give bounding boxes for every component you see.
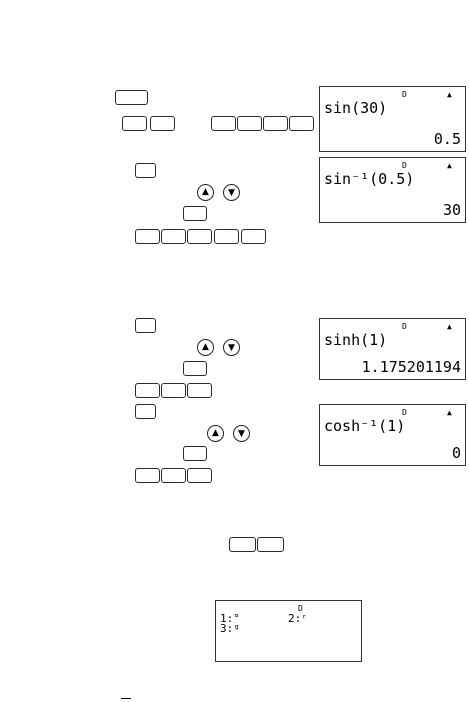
key-menu-number[interactable] bbox=[183, 361, 207, 376]
up-arrow-icon: ▲ bbox=[212, 428, 219, 438]
indicator-triangle: ▲ bbox=[447, 161, 452, 170]
indicator-degree: D bbox=[402, 161, 407, 170]
indicator-degree: D bbox=[402, 408, 407, 417]
display-expression: sin⁻¹(0.5) bbox=[324, 170, 415, 188]
indicator-triangle: ▲ bbox=[447, 90, 452, 99]
up-arrow-icon: ▲ bbox=[202, 187, 209, 197]
key-equals[interactable] bbox=[187, 468, 212, 483]
display-arccosh: D ▲ cosh⁻¹(1) 0 bbox=[319, 404, 466, 466]
down-arrow-icon: ▼ bbox=[228, 188, 235, 198]
indicator-degree: D bbox=[402, 90, 407, 99]
display-expression: cosh⁻¹(1) bbox=[324, 417, 406, 435]
key-number[interactable] bbox=[150, 116, 175, 131]
down-arrow-key[interactable]: ▼ bbox=[223, 184, 240, 201]
key-ans[interactable] bbox=[257, 537, 284, 552]
menu-option-gradian[interactable]: 3:ᵍ bbox=[220, 622, 240, 635]
display-angle-menu: D 1:° 2:ʳ 3:ᵍ bbox=[215, 600, 362, 662]
down-arrow-key[interactable]: ▼ bbox=[223, 339, 240, 356]
display-result: 1.175201194 bbox=[361, 358, 461, 376]
key-equals[interactable] bbox=[289, 116, 314, 131]
key-optn[interactable] bbox=[135, 404, 156, 419]
display-expression: sin(30) bbox=[324, 99, 388, 117]
display-arcsin: D ▲ sin⁻¹(0.5) 30 bbox=[319, 157, 466, 223]
key-digit[interactable] bbox=[237, 116, 262, 131]
key-shift[interactable] bbox=[229, 537, 256, 552]
menu-option-radian[interactable]: 2:ʳ bbox=[288, 612, 308, 625]
key-optn[interactable] bbox=[135, 163, 156, 178]
up-arrow-key[interactable]: ▲ bbox=[197, 339, 214, 356]
key-digit[interactable] bbox=[135, 229, 160, 244]
key-digit[interactable] bbox=[135, 383, 160, 398]
key-digit[interactable] bbox=[187, 229, 212, 244]
key-menu-number[interactable] bbox=[183, 206, 207, 221]
up-arrow-key[interactable]: ▲ bbox=[197, 184, 214, 201]
up-arrow-key[interactable]: ▲ bbox=[207, 425, 224, 442]
key-equals[interactable] bbox=[187, 383, 212, 398]
key-digit[interactable] bbox=[161, 229, 186, 244]
display-sinh: D ▲ sinh(1) 1.175201194 bbox=[319, 318, 466, 380]
underline-mark bbox=[121, 698, 131, 699]
down-arrow-key[interactable]: ▼ bbox=[233, 425, 250, 442]
indicator-triangle: ▲ bbox=[447, 322, 452, 331]
key-shift[interactable] bbox=[115, 90, 148, 105]
key-optn[interactable] bbox=[135, 318, 156, 333]
key-digit[interactable] bbox=[161, 383, 186, 398]
key-menu-number[interactable] bbox=[183, 446, 207, 461]
menu-option-degree[interactable]: 1:° bbox=[220, 612, 240, 625]
key-digit[interactable] bbox=[161, 468, 186, 483]
display-result: 30 bbox=[442, 201, 461, 219]
display-expression: sinh(1) bbox=[324, 331, 388, 349]
up-arrow-icon: ▲ bbox=[202, 342, 209, 352]
key-digit[interactable] bbox=[263, 116, 288, 131]
display-result: 0 bbox=[451, 444, 461, 462]
display-result: 0.5 bbox=[433, 130, 461, 148]
key-equals[interactable] bbox=[241, 229, 266, 244]
indicator-triangle: ▲ bbox=[447, 408, 452, 417]
key-digit[interactable] bbox=[135, 468, 160, 483]
down-arrow-icon: ▼ bbox=[228, 343, 235, 353]
key-digit[interactable] bbox=[211, 116, 236, 131]
display-sin: D ▲ sin(30) 0.5 bbox=[319, 86, 466, 152]
down-arrow-icon: ▼ bbox=[238, 429, 245, 439]
indicator-degree: D bbox=[298, 604, 303, 613]
indicator-degree: D bbox=[402, 322, 407, 331]
key-sin[interactable] bbox=[122, 116, 147, 131]
key-digit[interactable] bbox=[214, 229, 239, 244]
